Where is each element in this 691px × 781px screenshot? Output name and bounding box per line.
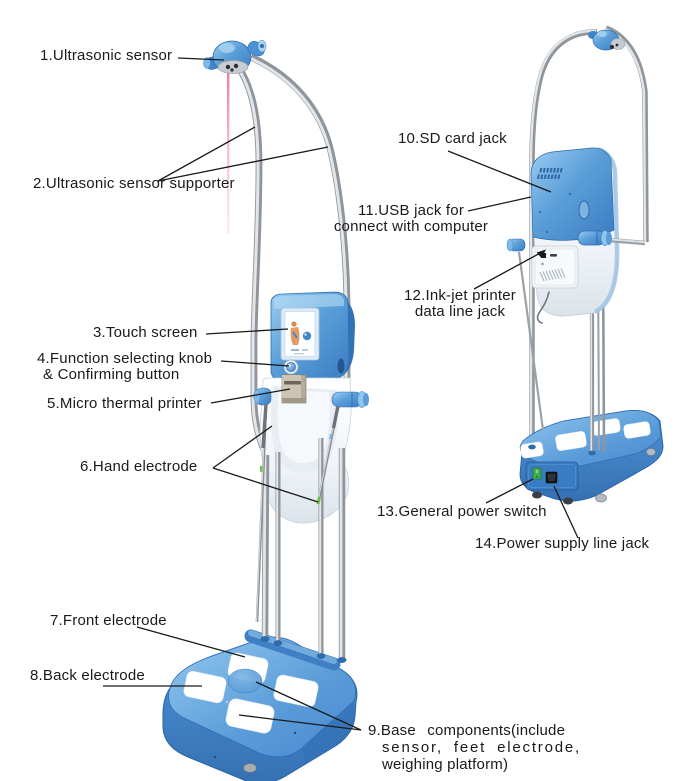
usb-jack bbox=[541, 253, 546, 258]
label-front-electrode: 7.Front electrode bbox=[50, 612, 167, 629]
label-usb-jack-line1: 11.USB jack for bbox=[357, 202, 465, 219]
label-base-components-line3: weighing platform) bbox=[382, 756, 509, 773]
leader-9a bbox=[255, 681, 362, 731]
label-general-power-switch: 13.General power switch bbox=[377, 503, 547, 520]
label-sd-card-jack: 10.SD card jack bbox=[398, 130, 507, 147]
leader-10 bbox=[447, 150, 552, 193]
side-grip-oval bbox=[578, 200, 590, 220]
function-knob bbox=[283, 359, 299, 375]
leader-14 bbox=[553, 485, 579, 539]
label-inkjet-printer-jack: 12.Ink-jet printer data line jack bbox=[398, 288, 522, 320]
hand-electrode-handles-rear bbox=[506, 230, 646, 252]
console-side-detail bbox=[337, 358, 345, 374]
power-switch bbox=[532, 467, 542, 480]
label-power-supply-jack: 14.Power supply line jack bbox=[475, 535, 650, 552]
sd-card-slot-vents bbox=[536, 168, 563, 179]
leader-4 bbox=[220, 360, 290, 367]
support-poles bbox=[260, 438, 347, 663]
laser-beam bbox=[227, 72, 230, 234]
label-ultrasonic-sensor: 1.Ultrasonic sensor bbox=[40, 47, 173, 64]
leader-3 bbox=[205, 328, 289, 335]
label-sensor-supporter: 2.Ultrasonic sensor supporter bbox=[33, 175, 235, 192]
label-base-components-line2: sensor, feet electrode, bbox=[382, 739, 581, 756]
leader-2b bbox=[157, 146, 329, 182]
console-rear bbox=[530, 146, 620, 324]
vent-grid bbox=[539, 268, 566, 282]
label-function-knob-line1: 4.Function selecting knob bbox=[37, 350, 213, 367]
left-machine bbox=[162, 39, 369, 781]
power-panel bbox=[525, 461, 579, 491]
label-thermal-printer: 5.Micro thermal printer bbox=[47, 395, 202, 412]
power-jack bbox=[545, 471, 558, 484]
label-base-components-line1: 9.Base components(include bbox=[368, 722, 566, 739]
leader-6a bbox=[212, 425, 273, 469]
printer-cable bbox=[536, 291, 550, 324]
jack-panel bbox=[531, 245, 579, 289]
label-inkjet-line2: data line jack bbox=[414, 303, 506, 320]
label-usb-jack: 11.USB jack for connect with computer bbox=[328, 203, 494, 235]
label-usb-jack-line2: connect with computer bbox=[333, 218, 489, 235]
label-base-components: 9.Base components(include sensor, feet e… bbox=[368, 722, 581, 773]
label-back-electrode: 8.Back electrode bbox=[30, 667, 145, 684]
hand-electrodes bbox=[253, 387, 369, 623]
leader-2a bbox=[157, 126, 256, 182]
label-hand-electrode: 6.Hand electrode bbox=[80, 458, 198, 475]
leader-9b bbox=[238, 714, 362, 731]
ultrasonic-sensor-rear bbox=[588, 29, 626, 51]
leader-7 bbox=[136, 626, 246, 658]
leader-11 bbox=[467, 196, 532, 212]
leader-lines bbox=[103, 57, 579, 731]
leader-13 bbox=[485, 478, 534, 504]
thermal-printer bbox=[281, 374, 307, 404]
label-function-knob: 4.Function selecting knob & Confirming b… bbox=[37, 351, 212, 383]
leader-12 bbox=[473, 250, 545, 290]
label-function-knob-line2: & Confirming button bbox=[43, 366, 180, 383]
console bbox=[270, 291, 355, 381]
feet-electrode-pads-rear bbox=[520, 418, 651, 459]
base-platform bbox=[162, 629, 358, 781]
leader-6b bbox=[212, 467, 319, 503]
leader-5 bbox=[210, 388, 291, 404]
touch-screen bbox=[280, 307, 320, 361]
label-touch-screen: 3.Touch screen bbox=[93, 324, 198, 341]
label-inkjet-line1: 12.Ink-jet printer bbox=[404, 287, 516, 304]
leader-1 bbox=[177, 57, 225, 61]
data-line-jack bbox=[550, 254, 557, 257]
right-machine bbox=[506, 25, 664, 505]
leader-12-arrowhead bbox=[536, 249, 546, 258]
base-center-bump bbox=[227, 668, 263, 694]
caster-wheel bbox=[243, 763, 257, 773]
